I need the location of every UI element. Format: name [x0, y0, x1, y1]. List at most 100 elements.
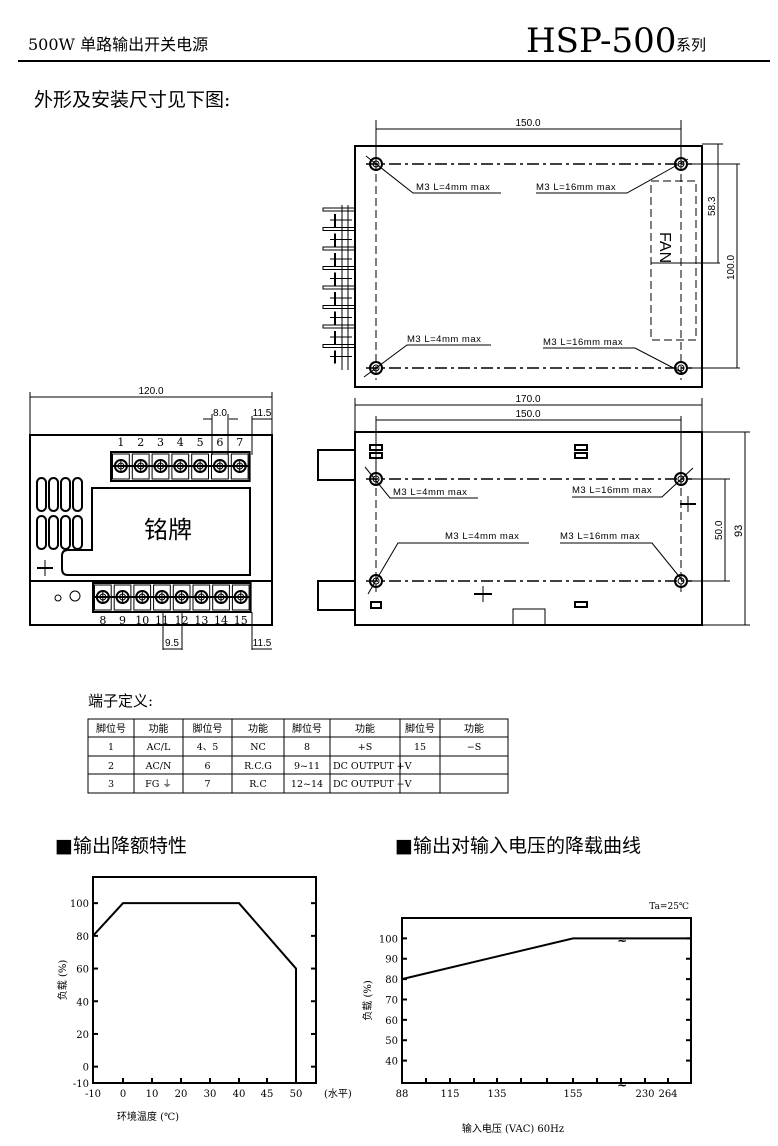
- table-header-cell: 脚位号: [292, 722, 322, 735]
- y-tick-label: 70: [385, 995, 398, 1006]
- series-label: 系列: [676, 36, 706, 54]
- table-cell: +S: [358, 742, 372, 753]
- front-view-outline: [29, 434, 273, 626]
- x-tick-suffix: (水平): [324, 1088, 352, 1100]
- vent-slot: [72, 477, 83, 512]
- terminal-pin: [322, 266, 355, 270]
- table-header-cell: 功能: [464, 722, 484, 735]
- y-axis-label: 负载 (%): [56, 960, 69, 1001]
- leader-line: [536, 158, 689, 194]
- mounting-hole-inner: [677, 364, 685, 372]
- y-tick-label: 80: [385, 975, 398, 986]
- top-view-drawing: 150.0 FAN 58.3 100.0 M3 L=4mm max M3 L=16…: [322, 118, 740, 388]
- terminal-number: 9: [119, 614, 126, 627]
- y-tick-label: 20: [76, 1030, 89, 1041]
- table-cell: FG ⏚: [145, 779, 172, 790]
- x-axis-label: 环境温度 (℃): [117, 1110, 179, 1123]
- table-cell: DC OUTPUT −V: [333, 779, 412, 790]
- chart-annotation: Ta=25℃: [649, 902, 689, 912]
- table-cell: 9~11: [294, 761, 320, 772]
- hole-screw-label: M3 L=16mm max: [536, 182, 616, 193]
- dim-9-5: 9.5: [165, 638, 179, 649]
- mounting-hole: [674, 361, 688, 375]
- mounting-hole-inner: [372, 475, 380, 483]
- y-tick-label: 0: [83, 1063, 89, 1074]
- mounting-hole-inner: [372, 160, 380, 168]
- hole-screw-label: M3 L=4mm max: [416, 182, 490, 193]
- table-header-cell: 功能: [149, 722, 169, 735]
- table-cell: 7: [204, 779, 210, 790]
- table-cell: AC/N: [145, 761, 172, 772]
- x-axis-label: 输入电压 (VAC) 60Hz: [462, 1122, 564, 1135]
- table-cell: 1: [108, 742, 114, 753]
- mounting-hole-inner: [677, 160, 685, 168]
- terminal-pin: [322, 227, 355, 231]
- terminal-number: 1: [117, 436, 124, 449]
- terminal-number: 3: [157, 436, 164, 449]
- fan-label: FAN: [656, 232, 673, 263]
- mounting-hole-inner: [677, 577, 685, 585]
- terminal-pin: [322, 207, 355, 212]
- plot-frame: [92, 876, 317, 1084]
- table-cell: 6: [204, 761, 210, 772]
- ventilation-slots: [36, 477, 83, 550]
- dim-93: 93: [733, 525, 745, 537]
- hole-screw-label: M3 L=16mm max: [572, 485, 652, 496]
- table-cell: NC: [250, 742, 266, 753]
- plot-frame: [401, 917, 692, 1084]
- terminal-pin: [322, 344, 355, 348]
- leader-line: [543, 347, 684, 374]
- mounting-hole: [674, 574, 688, 588]
- table-cell: 2: [108, 761, 114, 772]
- x-tick-label: 230: [635, 1089, 654, 1100]
- x-tick-label: 45: [261, 1089, 274, 1100]
- mounting-hole-inner: [372, 577, 380, 585]
- table-cell: R.C: [249, 779, 266, 790]
- leader-line: [367, 542, 529, 595]
- mounting-hole: [674, 472, 688, 486]
- dim-11-5-bottom: 11.5: [253, 638, 272, 649]
- table-header-cell: 功能: [355, 722, 375, 735]
- table-header-cell: 脚位号: [96, 722, 126, 735]
- terminal-number: 7: [236, 436, 243, 449]
- terminal-pin: [322, 305, 355, 309]
- x-tick-label: 30: [204, 1089, 217, 1100]
- mounting-hole-inner: [372, 364, 380, 372]
- leader-line: [365, 155, 501, 194]
- table-cell: AC/L: [146, 742, 171, 753]
- terminal-table-title: 端子定义:: [88, 692, 153, 710]
- x-tick-label: 135: [487, 1089, 506, 1100]
- dim-8-0: 8.0: [213, 408, 227, 419]
- crosshair-icon: [680, 496, 696, 512]
- y-tick-label: 60: [385, 1016, 398, 1027]
- intro-text: 外形及安装尺寸见下图:: [34, 89, 230, 111]
- side-view-outline: [354, 431, 703, 626]
- vent-slot: [36, 515, 47, 550]
- crosshair-icon: [474, 586, 492, 602]
- terminal-number: 14: [214, 614, 228, 627]
- dim-150: 150.0: [515, 118, 540, 129]
- y-tick-label: 80: [76, 932, 89, 943]
- x-tick-label: 88: [396, 1089, 409, 1100]
- dim-58-3: 58.3: [707, 196, 718, 216]
- vent-slot: [48, 515, 59, 550]
- dim-11-5-top: 11.5: [253, 408, 272, 419]
- x-tick-label: 0: [120, 1089, 126, 1100]
- nameplate-label: 铭牌: [144, 516, 192, 544]
- hole-screw-label: M3 L=4mm max: [393, 487, 467, 498]
- leader-line: [560, 542, 683, 581]
- table-cell: 8: [304, 742, 310, 753]
- led-hole: [54, 594, 62, 602]
- dim-100: 100.0: [726, 255, 737, 280]
- terminal-pin: [322, 246, 355, 251]
- table-cell: 15: [414, 742, 426, 753]
- table-cell: 12~14: [291, 779, 323, 790]
- mounting-hole-inner: [677, 475, 685, 483]
- data-line: [401, 937, 691, 981]
- table-cell: R.C.G: [244, 761, 272, 772]
- crosshair-icon: [37, 560, 53, 576]
- hole-screw-label: M3 L=4mm max: [407, 334, 481, 345]
- terminal-number: 6: [216, 436, 223, 449]
- x-tick-label: 264: [658, 1089, 677, 1100]
